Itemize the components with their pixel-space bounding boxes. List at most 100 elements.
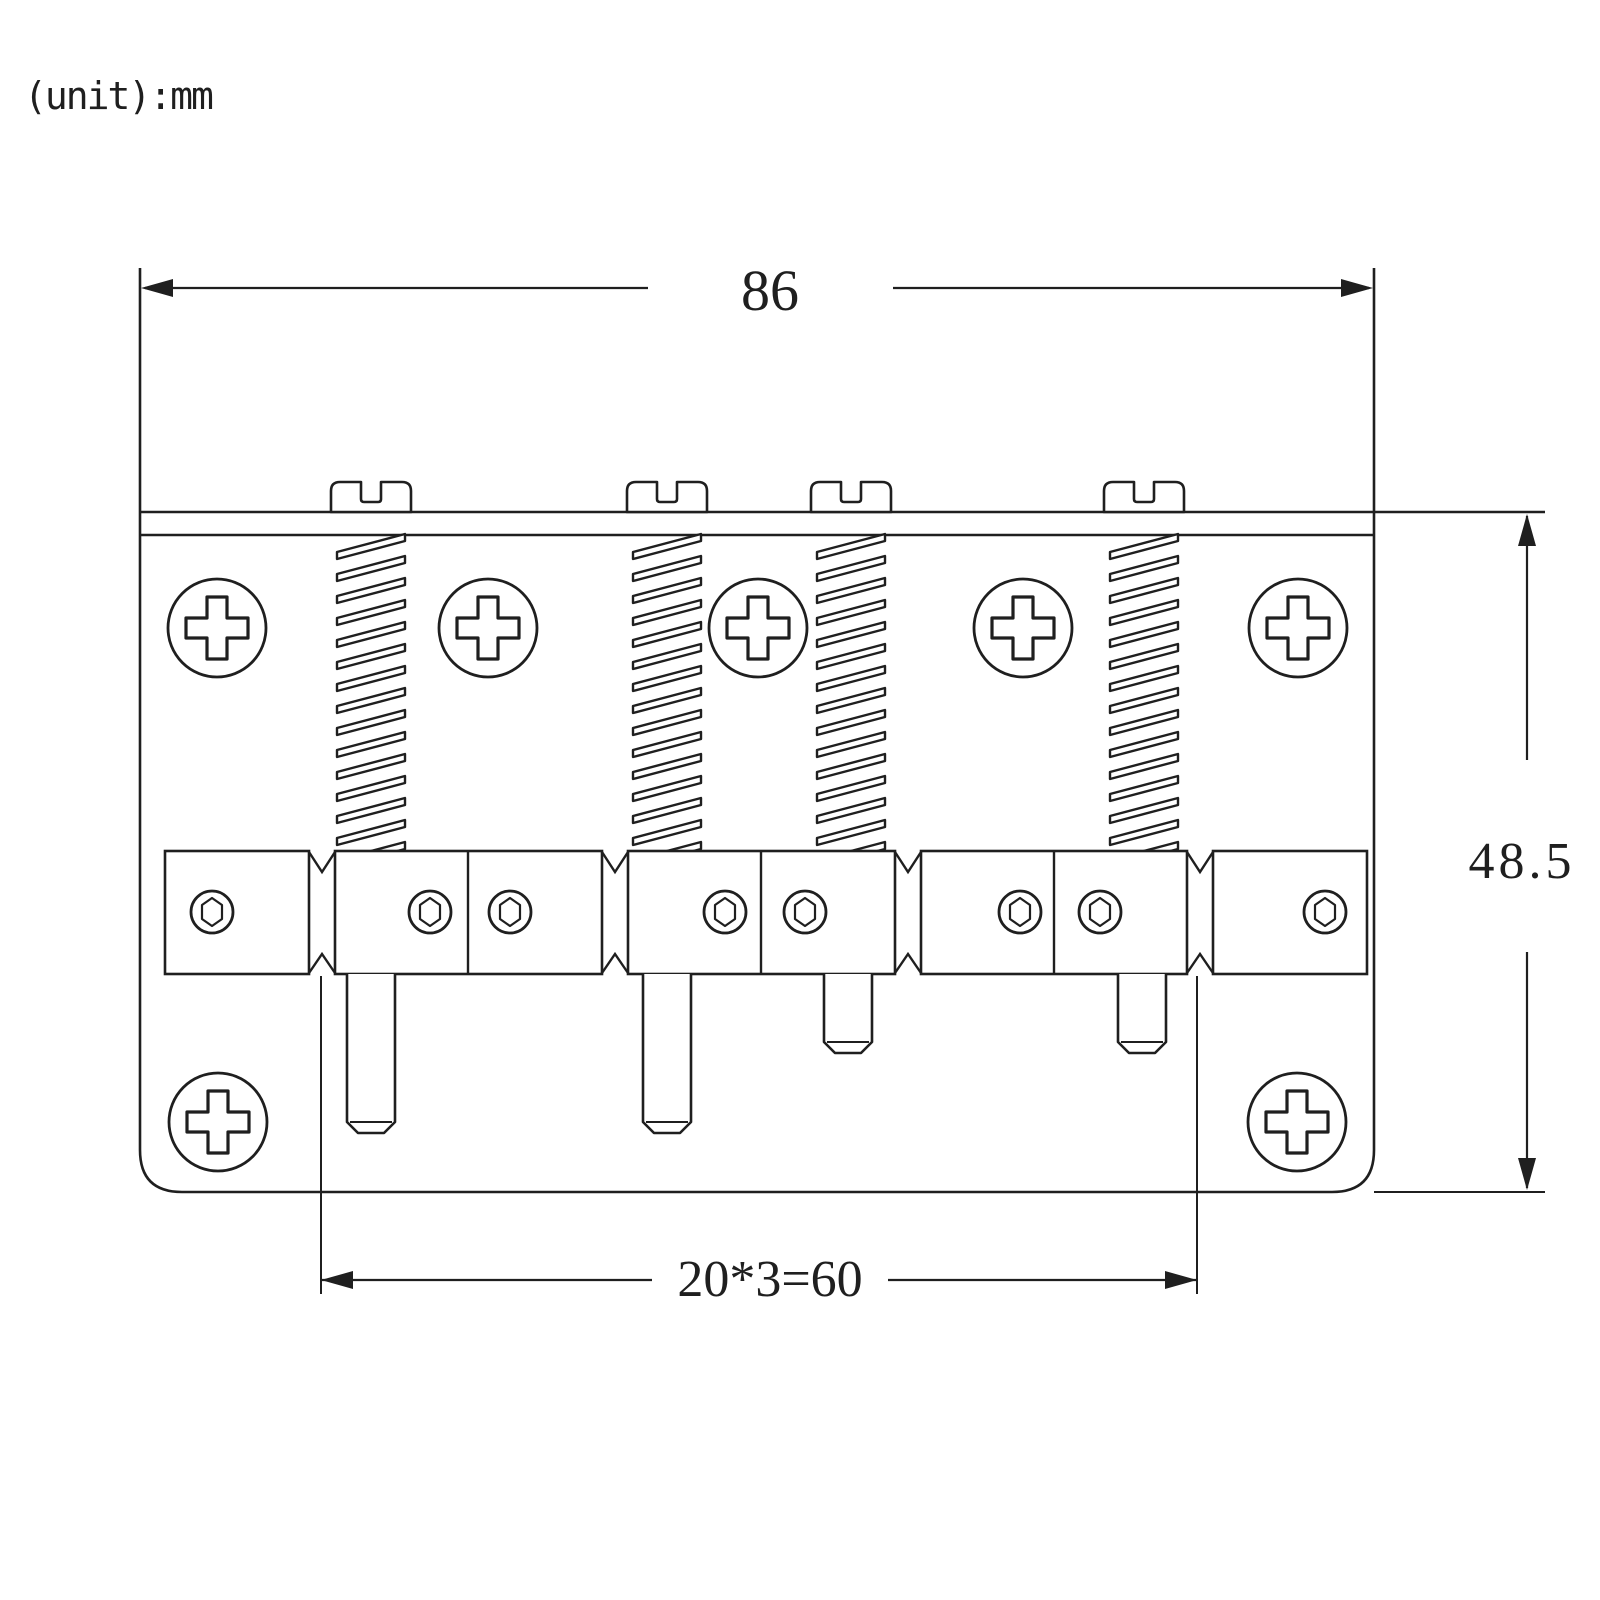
spring-coil-turn bbox=[1108, 664, 1180, 693]
dim-width-arrow-left bbox=[141, 279, 173, 297]
spring-coil-turn bbox=[335, 708, 407, 737]
string-notch-bottom-4 bbox=[1186, 951, 1214, 974]
spring-coil-turn bbox=[815, 620, 887, 649]
spring-coil-turn bbox=[631, 598, 703, 627]
spring-coil-turn bbox=[631, 818, 703, 847]
hex-socket-icon bbox=[713, 896, 737, 928]
spring-coil-turn bbox=[335, 620, 407, 649]
saddle-block-1 bbox=[163, 849, 311, 976]
hex-socket-icon bbox=[498, 896, 522, 928]
spring-coil-turn bbox=[631, 686, 703, 715]
spring-coil-turn bbox=[631, 796, 703, 825]
spring-coil-turn bbox=[815, 642, 887, 671]
string-notch-top-2 bbox=[600, 851, 630, 875]
string-notch-bottom-1 bbox=[308, 951, 336, 974]
spring-coil-turn bbox=[1108, 642, 1180, 671]
dim-spacing-arrow-left bbox=[321, 1271, 353, 1289]
spring-coil-turn bbox=[335, 532, 407, 561]
phillips-cross-icon bbox=[1264, 1089, 1330, 1155]
spring-coil-turn bbox=[1108, 620, 1180, 649]
hex-socket-icon bbox=[1088, 896, 1112, 928]
mounting-screw-7 bbox=[1246, 1071, 1348, 1173]
dim-depth-label: 48.5 bbox=[1469, 833, 1576, 890]
phillips-cross-icon bbox=[185, 1089, 251, 1155]
saddle-height-set-screw-7 bbox=[1077, 889, 1123, 935]
spring-coil-turn bbox=[1108, 796, 1180, 825]
screw-shank-2 bbox=[641, 974, 693, 1135]
spring-coil-turn bbox=[335, 818, 407, 847]
spring-coil-turn bbox=[1108, 598, 1180, 627]
spring-coil-turn bbox=[815, 774, 887, 803]
hex-socket-icon bbox=[1313, 896, 1337, 928]
saddle-height-set-screw-4 bbox=[702, 889, 748, 935]
spring-coil-turn bbox=[631, 774, 703, 803]
spring-coil-turn bbox=[1108, 554, 1180, 583]
intonation-screw-head-4 bbox=[1102, 480, 1186, 514]
intonation-screw-head-1 bbox=[329, 480, 413, 514]
spring-coil-turn bbox=[631, 532, 703, 561]
saddle-block-5 bbox=[1211, 849, 1369, 976]
hex-socket-icon bbox=[1008, 896, 1032, 928]
spring-coil-turn bbox=[1108, 532, 1180, 561]
saddle-height-set-screw-5 bbox=[782, 889, 828, 935]
phillips-cross-icon bbox=[1265, 595, 1331, 661]
screw-shanks bbox=[345, 974, 1168, 1135]
mounting-screw-5 bbox=[1247, 577, 1349, 679]
dim-width-label: 86 bbox=[741, 258, 799, 323]
spring-coil-turn bbox=[815, 730, 887, 759]
spring-coil-turn bbox=[631, 708, 703, 737]
base-plate-outline bbox=[138, 268, 1376, 1194]
intonation-spring-3 bbox=[815, 532, 887, 869]
phillips-cross-icon bbox=[990, 595, 1056, 661]
screw-shank-4 bbox=[1116, 974, 1168, 1055]
phillips-cross-icon bbox=[455, 595, 521, 661]
spring-coil-turn bbox=[631, 752, 703, 781]
mounting-screw-6 bbox=[167, 1071, 269, 1173]
spring-coil-turn bbox=[1108, 818, 1180, 847]
saddle-height-set-screw-3 bbox=[487, 889, 533, 935]
saddle-height-set-screw-8 bbox=[1302, 889, 1348, 935]
mounting-screw-3 bbox=[707, 577, 809, 679]
dimension-overall-depth: 48.5 bbox=[1469, 514, 1576, 1190]
dim-depth-arrow-up bbox=[1518, 514, 1536, 546]
spring-coil-turn bbox=[815, 752, 887, 781]
spring-coil-turn bbox=[815, 664, 887, 693]
hex-socket-icon bbox=[418, 896, 442, 928]
spring-coil-turn bbox=[335, 774, 407, 803]
spring-coil-turn bbox=[815, 708, 887, 737]
spring-coil-turn bbox=[335, 686, 407, 715]
saddle-row bbox=[163, 849, 1369, 976]
intonation-spring-4 bbox=[1108, 532, 1180, 869]
spring-coil-turn bbox=[1108, 576, 1180, 605]
spring-coil-turn bbox=[631, 664, 703, 693]
saddle-height-set-screw-2 bbox=[407, 889, 453, 935]
dim-width-arrow-right bbox=[1341, 279, 1373, 297]
spring-coil-turn bbox=[815, 818, 887, 847]
string-notch-bottom-3 bbox=[894, 951, 922, 974]
dim-depth-arrow-down bbox=[1518, 1158, 1536, 1190]
spring-coil-turn bbox=[815, 796, 887, 825]
intonation-screw-heads bbox=[329, 480, 1186, 514]
spring-coil-turn bbox=[815, 686, 887, 715]
mounting-screws bbox=[166, 577, 1349, 1173]
phillips-cross-icon bbox=[184, 595, 250, 661]
mounting-screw-2 bbox=[437, 577, 539, 679]
spring-coil-turn bbox=[815, 532, 887, 561]
dim-spacing-arrow-right bbox=[1165, 1271, 1197, 1289]
string-notch-top-1 bbox=[307, 851, 337, 875]
spring-coil-turn bbox=[335, 796, 407, 825]
mounting-screw-4 bbox=[972, 577, 1074, 679]
intonation-screw-head-2 bbox=[625, 480, 709, 514]
spring-coil-turn bbox=[815, 598, 887, 627]
spring-coil-turn bbox=[631, 642, 703, 671]
intonation-screw-head-3 bbox=[809, 480, 893, 514]
saddle-height-set-screw-6 bbox=[997, 889, 1043, 935]
screw-shank-1 bbox=[345, 974, 397, 1135]
spring-coil-turn bbox=[335, 598, 407, 627]
spring-coil-turn bbox=[1108, 686, 1180, 715]
spring-coil-turn bbox=[631, 576, 703, 605]
spring-coil-turn bbox=[335, 576, 407, 605]
spring-coil-turn bbox=[1108, 774, 1180, 803]
